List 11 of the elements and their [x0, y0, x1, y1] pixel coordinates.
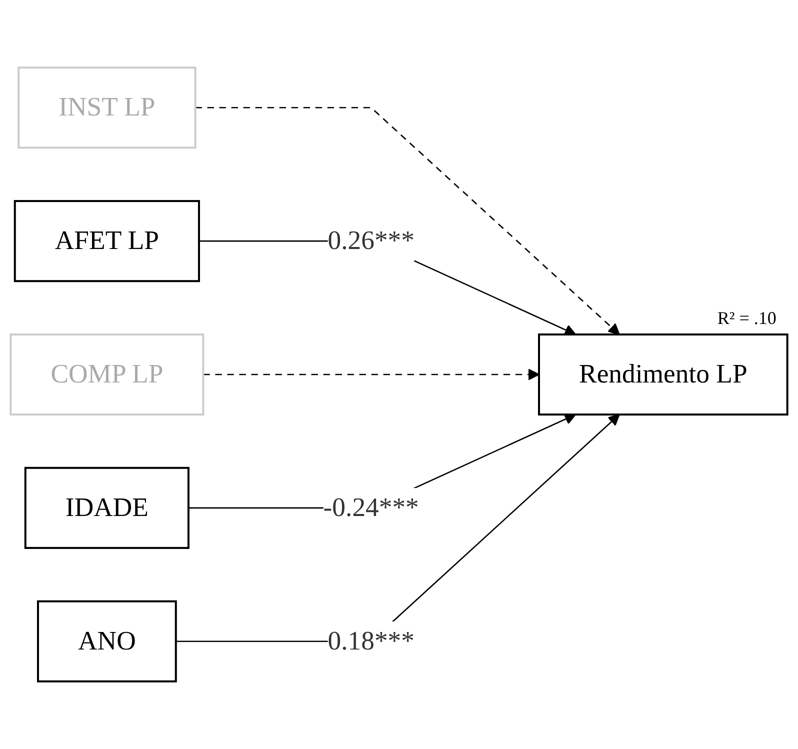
edge-label: -0.24*** — [323, 493, 419, 523]
node-box: COMP LP — [10, 333, 204, 416]
node-box: AFET LP — [14, 200, 200, 282]
node-box: ANO — [37, 600, 177, 682]
edge-label: 0.18*** — [328, 626, 414, 656]
node-box: INST LP — [18, 66, 196, 149]
node-box: Rendimento LP — [538, 333, 788, 416]
node-box: IDADE — [24, 466, 190, 549]
arrow — [203, 368, 540, 380]
edge-label: 0.26*** — [328, 226, 414, 256]
r-squared-label: R² = .10 — [717, 308, 776, 330]
